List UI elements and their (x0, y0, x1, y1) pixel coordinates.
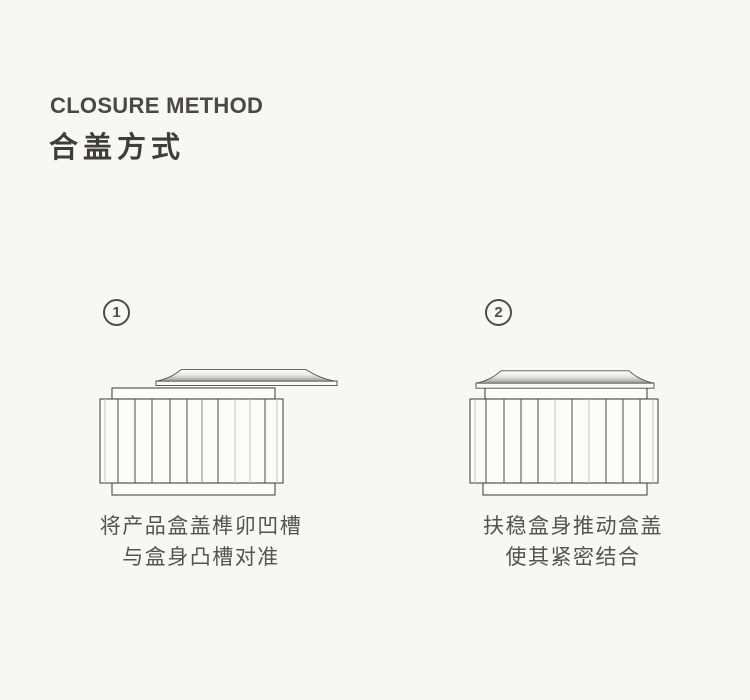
box2-flute-lines (474, 399, 654, 483)
step-1-caption-line-2: 与盒身凸槽对准 (122, 546, 280, 569)
step-1-caption-line-1: 将产品盒盖榫卯凹槽 (99, 515, 303, 538)
box1-base-band (111, 482, 276, 496)
step-1-caption: 将产品盒盖榫卯凹槽 与盒身凸槽对准 (60, 511, 342, 573)
step-1-number: 1 (112, 304, 121, 321)
page-title-english: CLOSURE METHOD (50, 93, 264, 118)
box2-body (469, 398, 659, 484)
box1-rim-collar (111, 387, 276, 400)
page-title-chinese: 合盖方式 (49, 130, 186, 164)
step-1-number-badge: 1 (103, 299, 130, 326)
step-2-caption-line-1: 扶稳盒身推动盒盖 (483, 515, 663, 538)
box1-flute-lines (104, 399, 278, 483)
step-2-caption-line-2: 使其紧密结合 (505, 546, 641, 569)
step-2-caption: 扶稳盒身推动盒盖 使其紧密结合 (432, 511, 714, 573)
box-lid-closed-illustration (469, 370, 659, 496)
box1-lid (155, 369, 338, 387)
box2-lid (475, 370, 655, 389)
box2-rim-collar (484, 387, 648, 400)
box2-base-band (482, 482, 648, 496)
step-2-number: 2 (494, 304, 503, 321)
box1-body (99, 398, 284, 484)
box-lid-offset-illustration (99, 369, 338, 496)
step-2-number-badge: 2 (485, 299, 512, 326)
